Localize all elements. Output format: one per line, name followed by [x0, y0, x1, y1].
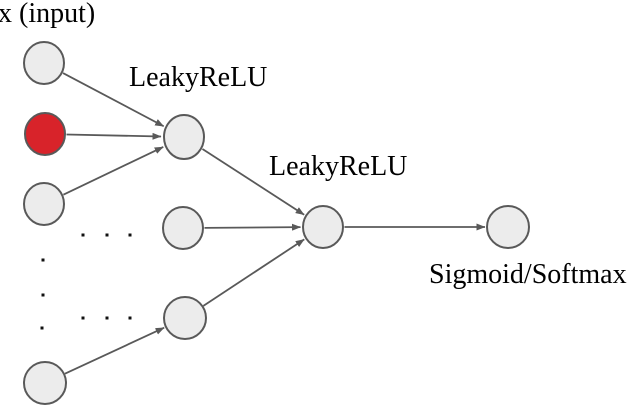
node-hidden1-2 — [162, 206, 204, 250]
input-caption: x (input) — [0, 0, 96, 29]
hidden2-activation: LeakyReLU — [269, 151, 408, 182]
edge-input-3--hidden1-1 — [63, 146, 164, 196]
edge-hidden1-2--hidden2-1 — [204, 223, 302, 231]
ellipsis-dot — [128, 233, 132, 237]
node-input-3 — [23, 182, 65, 226]
node-input-1 — [23, 41, 65, 85]
node-input-4 — [23, 361, 67, 405]
edge-hidden1-1--hidden2-1 — [201, 148, 305, 216]
node-hidden2-1 — [302, 205, 344, 249]
edge-input-1--hidden1-1 — [62, 72, 165, 128]
node-output-1 — [486, 205, 530, 249]
ellipsis-dot — [128, 316, 132, 320]
hidden1-activation: LeakyReLU — [129, 62, 268, 93]
node-hidden1-3 — [163, 296, 207, 340]
ellipsis-dot — [41, 258, 45, 262]
ellipsis-dot — [105, 316, 109, 320]
node-input-2-highlighted — [24, 112, 66, 156]
ellipsis-dot — [81, 316, 85, 320]
edge-input-4--hidden1-3 — [64, 326, 165, 375]
ellipsis-dot — [105, 233, 109, 237]
edge-hidden1-3--hidden2-1 — [202, 238, 305, 307]
ellipsis-dot — [40, 326, 44, 330]
ellipsis-dot — [81, 233, 85, 237]
output-activation: Sigmoid/Softmax — [429, 259, 627, 290]
edge-input-2--hidden1-1 — [66, 132, 162, 140]
node-hidden1-1 — [163, 114, 205, 160]
ellipsis-dot — [41, 293, 45, 297]
